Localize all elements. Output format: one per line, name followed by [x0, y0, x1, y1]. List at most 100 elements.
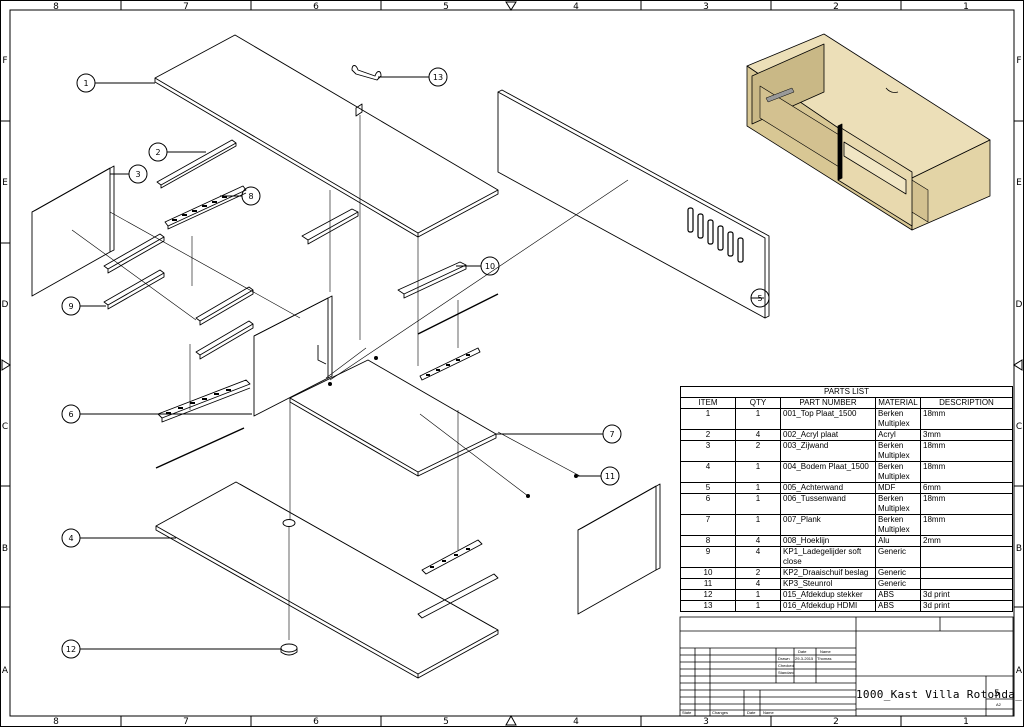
tb-drawn-label: Drawn	[778, 656, 790, 661]
zone-col-5-bottom: 5	[443, 717, 449, 727]
callout-13: 13	[433, 73, 443, 82]
callout-8: 8	[248, 192, 253, 201]
cell-desc: 18mm	[920, 461, 1013, 483]
tb-state-label: State	[682, 710, 692, 715]
zone-row-e-left: E	[2, 178, 8, 188]
tb-drawn-date: 29-3-2015	[795, 656, 814, 661]
cell-part: 003_Zijwand	[780, 440, 876, 462]
zone-col-3-bottom: 3	[703, 717, 709, 727]
callout-10: 10	[485, 262, 495, 271]
tb-checked-label: Checked	[778, 663, 794, 668]
callout-2: 2	[155, 148, 160, 157]
cell-material: Acryl	[875, 429, 921, 441]
cell-qty: 1	[735, 461, 781, 483]
cell-qty: 4	[735, 546, 781, 568]
zone-row-c-left: C	[2, 422, 8, 432]
header-qty: QTY	[735, 397, 781, 409]
cell-desc: 18mm	[920, 440, 1013, 462]
cell-material: ABS	[875, 600, 921, 612]
zone-col-3-top: 3	[703, 2, 709, 12]
sheet-border-inner	[9, 9, 1015, 717]
cell-item: 8	[680, 535, 736, 547]
cell-part: 008_Hoeklijn	[780, 535, 876, 547]
tb-name-label: Name	[820, 649, 831, 654]
cell-desc	[920, 578, 1013, 590]
cell-material: ABS	[875, 589, 921, 601]
zone-col-8-top: 8	[53, 2, 59, 12]
cell-part: 007_Plank	[780, 514, 876, 536]
cell-part: 005_Achterwand	[780, 482, 876, 494]
drawing-title: 1000_Kast Villa Rotonda_1500x	[856, 688, 1024, 701]
callout-5: 5	[757, 294, 762, 303]
tb-standard-label: Standard	[778, 670, 794, 675]
zone-row-a-right: A	[1016, 666, 1023, 676]
cell-material: Generic	[875, 567, 921, 579]
tb-drawn-name: Thomas	[817, 656, 831, 661]
cell-material: Berken Multiplex	[875, 493, 921, 515]
zone-col-4-bottom: 4	[573, 717, 579, 727]
exploded-view	[31, 34, 770, 679]
callout-12: 12	[66, 645, 76, 654]
zone-col-1-top: 1	[963, 2, 969, 12]
zone-row-b-left: B	[2, 544, 8, 554]
zone-row-a-left: A	[2, 666, 9, 676]
cell-desc	[920, 567, 1013, 579]
cell-qty: 1	[735, 408, 781, 430]
cell-material: Generic	[875, 546, 921, 568]
tb-sheet-size: A2	[996, 702, 1002, 707]
cell-item: 9	[680, 546, 736, 568]
zone-col-6-top: 6	[313, 2, 319, 12]
tb-date2-label: Date	[747, 710, 756, 715]
cell-qty: 1	[735, 493, 781, 515]
callout-9: 9	[68, 302, 73, 311]
zone-col-1-bottom: 1	[963, 717, 969, 727]
cell-item: 2	[680, 429, 736, 441]
callout-bubbles	[61, 67, 770, 659]
zone-col-7-top: 7	[183, 2, 189, 12]
cell-item: 10	[680, 567, 736, 579]
cell-part: KP1_Ladegelijder soft close	[780, 546, 876, 568]
cell-material: Alu	[875, 535, 921, 547]
cell-qty: 2	[735, 567, 781, 579]
cell-material: Generic	[875, 578, 921, 590]
cell-item: 11	[680, 578, 736, 590]
part-side-wall-right	[577, 485, 657, 615]
cell-material: MDF	[875, 482, 921, 494]
callout-7: 7	[609, 430, 614, 439]
parts-list: PARTS LIST ITEM QTY PART NUMBER MATERIAL…	[680, 386, 1013, 612]
tb-name2-label: Name	[763, 710, 774, 715]
zone-col-7-bottom: 7	[183, 717, 189, 727]
cell-qty: 4	[735, 429, 781, 441]
callout-4: 4	[68, 534, 73, 543]
cell-desc: 2mm	[920, 535, 1013, 547]
zone-col-2-bottom: 2	[833, 717, 839, 727]
cell-part: KP2_Draaischuif beslag	[780, 567, 876, 579]
cell-item: 4	[680, 461, 736, 483]
cell-item: 3	[680, 440, 736, 462]
cell-desc: 18mm	[920, 408, 1013, 430]
cell-qty: 2	[735, 440, 781, 462]
cell-item: 7	[680, 514, 736, 536]
title-block-frame	[679, 616, 1014, 717]
zone-row-f-left: F	[2, 56, 7, 66]
tb-sheet-number: 5	[994, 689, 1000, 699]
cell-part: 001_Top Plaat_1500	[780, 408, 876, 430]
header-part-number: PART NUMBER	[780, 397, 876, 409]
cell-material: Berken Multiplex	[875, 408, 921, 430]
zone-col-6-bottom: 6	[313, 717, 319, 727]
cell-desc: 3mm	[920, 429, 1013, 441]
cell-qty: 1	[735, 482, 781, 494]
assembly-render	[746, 33, 991, 231]
